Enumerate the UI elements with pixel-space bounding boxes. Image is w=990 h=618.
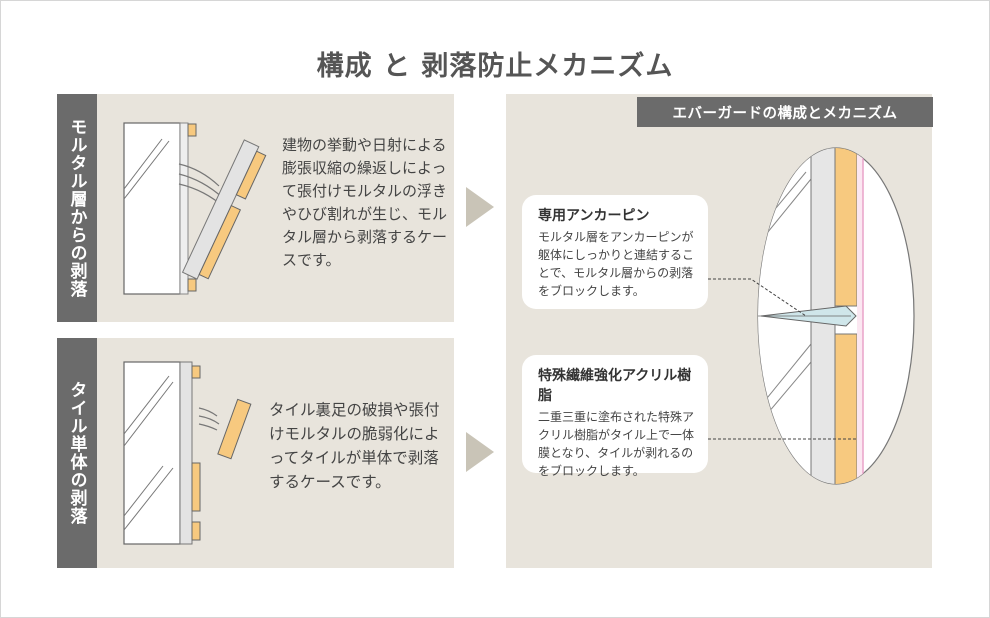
everguard-header: エバーガードの構成とメカニズム [637,97,933,127]
arrow-icon [466,187,494,227]
everguard-panel [506,94,932,568]
anchor-pin-card: 専用アンカーピン モルタル層をアンカーピンが躯体にしっかりと連結することで、モル… [522,195,708,309]
arrow-icon [466,432,494,472]
page-title: 構成 と 剥落防止メカニズム [316,51,674,82]
resin-title: 特殊繊維強化アクリル樹脂 [538,368,692,404]
mortar-illustration [123,122,267,295]
tile-illustration [123,361,252,545]
everguard-illustration [708,147,915,485]
tile-panel: タイル単体の剥落 タイル裏足の破損や張付けモルタルの脆弱化によってタイルが単体で… [57,338,454,568]
tile-description: タイル裏足の破損や張付けモルタルの脆弱化によってタイルが単体で剥落するケースです… [269,401,440,491]
anchor-pin-title: 専用アンカーピン [538,208,650,224]
tile-label: タイル単体の剥落 [57,338,97,568]
anchor-pin-body: モルタル層をアンカーピンが躯体にしっかりと連結することで、モルタル層からの剥落を… [538,230,695,298]
resin-card: 特殊繊維強化アクリル樹脂 二重三重に塗布された特殊アクリル樹脂がタイル上で一体膜… [522,355,708,478]
mortar-description: 建物の挙動や日射による膨張収縮の繰返しによって張付けモルタルの浮きやひび割れが生… [282,136,448,269]
mortar-label: モルタル層からの剥落 [57,94,97,322]
resin-body: 二重三重に塗布された特殊アクリル樹脂がタイル上で一体膜となり、タイルが剥れるのを… [538,410,695,478]
mortar-panel: モルタル層からの剥落 建物の挙動や日射による膨張収縮の繰返しによって張付けモルタ… [57,94,454,322]
